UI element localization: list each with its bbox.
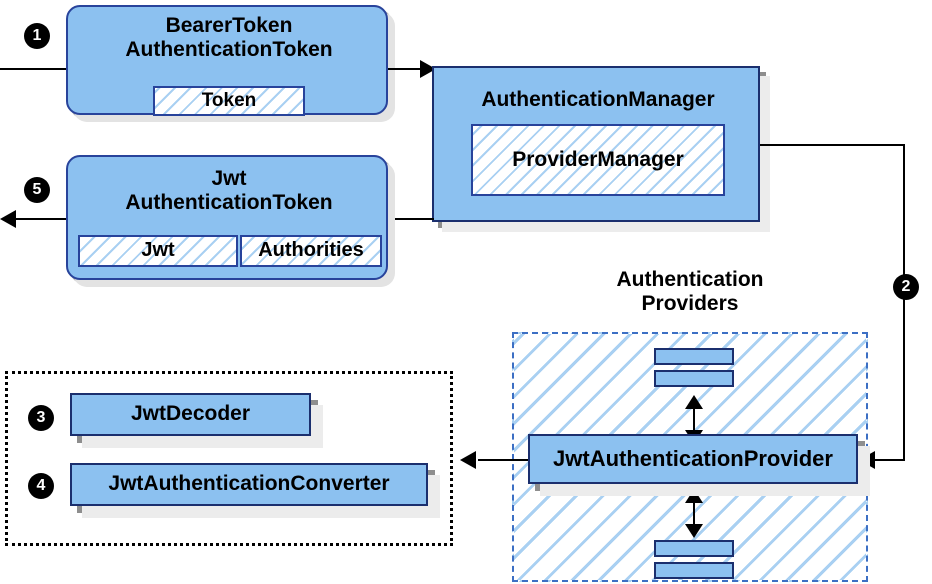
- inner-box-jwt-label: Jwt: [141, 239, 175, 262]
- provider-link-bottom-arrow-down: [685, 524, 703, 538]
- mini-provider-bar-bottom-1: [654, 540, 734, 557]
- node-bearer-token-title: BearerToken AuthenticationToken: [125, 14, 333, 62]
- connector-provider-to-support-arrowhead: [460, 451, 476, 469]
- node-jwt-authentication-provider[interactable]: JwtAuthenticationProvider: [528, 434, 858, 484]
- inner-box-jwt: Jwt: [78, 235, 238, 267]
- node-authentication-manager[interactable]: AuthenticationManager ProviderManager: [432, 66, 760, 222]
- node-jwt-authentication-converter[interactable]: JwtAuthenticationConverter: [70, 463, 428, 506]
- node-jwt-decoder[interactable]: JwtDecoder: [70, 393, 311, 436]
- connector-token-to-manager-line: [388, 68, 423, 70]
- node-authentication-manager-title: AuthenticationManager: [481, 88, 715, 111]
- node-jwt-decoder-label: JwtDecoder: [130, 402, 251, 426]
- connector-step2-bottom-segment: [872, 459, 905, 461]
- inner-box-authorities-label: Authorities: [258, 239, 364, 262]
- provider-link-top-shaft: [693, 404, 695, 433]
- connector-inbound-request: [0, 68, 66, 70]
- mini-provider-bar-top-2: [654, 370, 734, 387]
- badge-step-4: 4: [28, 473, 54, 499]
- connector-outbound-response-arrowhead: [0, 210, 16, 228]
- node-bearer-token-authentication-token[interactable]: BearerToken AuthenticationToken Token: [66, 5, 388, 116]
- connector-step2-vertical-segment: [903, 144, 905, 460]
- inner-box-token: Token: [153, 86, 305, 116]
- connector-provider-to-support-line: [478, 459, 528, 461]
- node-jwt-authentication-token-title: Jwt AuthenticationToken: [125, 167, 333, 215]
- inner-box-provider-manager: ProviderManager: [471, 124, 725, 196]
- badge-step-5: 5: [24, 177, 50, 203]
- container-jwt-support: [5, 371, 453, 546]
- inner-box-authorities: Authorities: [240, 235, 382, 267]
- inner-box-provider-manager-label: ProviderManager: [512, 147, 684, 171]
- provider-link-bottom-shaft: [693, 498, 695, 527]
- node-jwt-authentication-provider-label: JwtAuthenticationProvider: [553, 446, 833, 472]
- providers-caption: Authentication Providers: [616, 268, 764, 316]
- connector-step2-top-segment: [760, 144, 905, 146]
- badge-step-1: 1: [24, 23, 50, 49]
- node-jwt-authentication-token[interactable]: Jwt AuthenticationToken Jwt Authorities: [66, 155, 388, 280]
- connector-outbound-response-line: [14, 218, 66, 220]
- badge-step-2: 2: [893, 274, 919, 300]
- mini-provider-bar-top-1: [654, 348, 734, 365]
- inner-box-token-label: Token: [201, 89, 257, 111]
- provider-link-top-arrow-up: [685, 395, 703, 409]
- badge-step-3: 3: [28, 405, 54, 431]
- node-jwt-authentication-converter-label: JwtAuthenticationConverter: [108, 472, 390, 496]
- connector-manager-to-jwt-token: [388, 218, 434, 220]
- mini-provider-bar-bottom-2: [654, 562, 734, 579]
- provider-link-bottom-arrow-up: [685, 489, 703, 503]
